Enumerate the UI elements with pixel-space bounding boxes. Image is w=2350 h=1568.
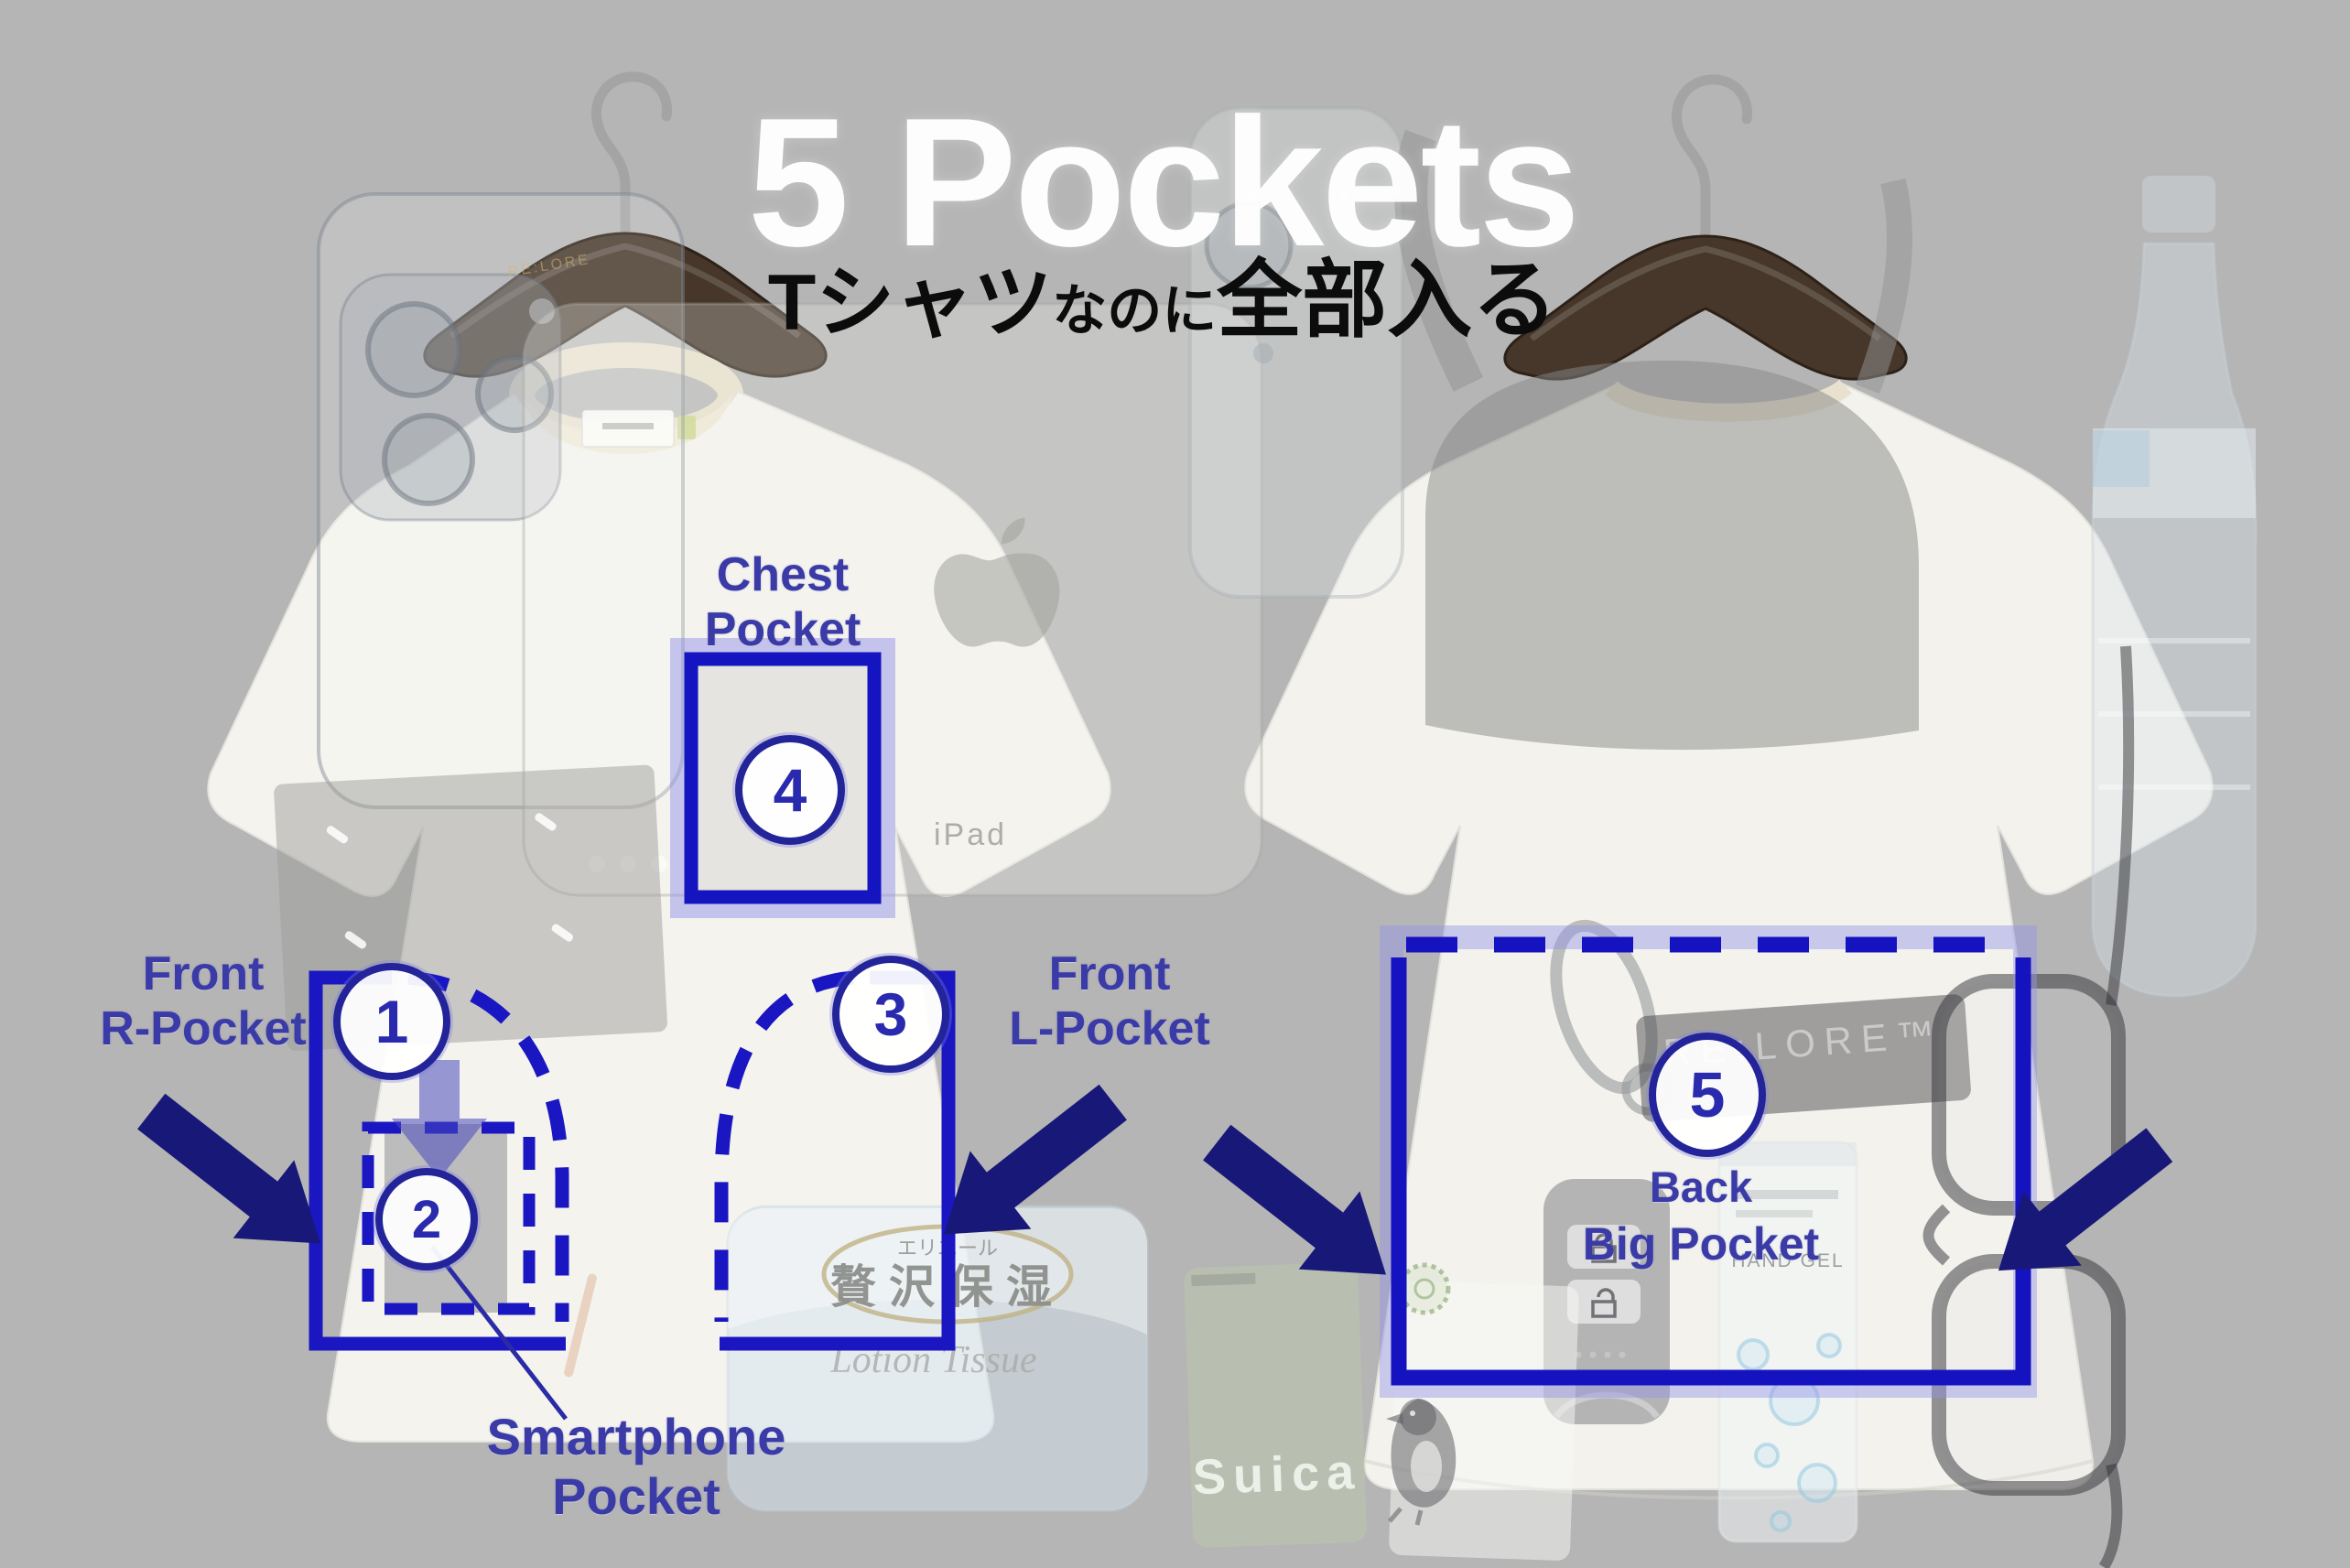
ghost-iphone-pro — [317, 192, 685, 809]
arrow-into-back-pocket-right — [1998, 1128, 2173, 1271]
front-l-pocket-label-line2: L-Pocket — [1009, 1002, 1210, 1056]
front-r-pocket-label: Front R-Pocket — [66, 946, 341, 1057]
stitch-mark — [535, 813, 557, 831]
ghost-ipad-label: iPad — [933, 817, 1008, 852]
iphone-camera-plate — [339, 273, 562, 522]
pocket-4-number: 4 — [773, 756, 807, 824]
front-r-pocket-label-line1: Front — [142, 947, 265, 1000]
penguin-belly — [1411, 1441, 1442, 1492]
front-r-pocket-outline-dashed — [407, 970, 569, 1322]
glasses-temple — [2106, 645, 2135, 1006]
bottle-label — [2093, 428, 2256, 518]
fob-dot — [1589, 1351, 1597, 1358]
page-subtitle: Tシャツなのに全部入る — [742, 231, 1584, 354]
iphone-se-body — [1188, 106, 1404, 599]
bubble — [1770, 1510, 1792, 1532]
penguin-eye — [1410, 1411, 1415, 1416]
stitch-mark — [326, 826, 349, 844]
ghost-tissue-pack — [726, 1205, 1149, 1512]
ghost-suica-card — [1184, 1262, 1367, 1548]
smartphone-pocket-connector-line — [430, 1245, 568, 1421]
pocket-4-number-badge: 4 — [735, 735, 845, 845]
collar-label-text-bar — [602, 423, 654, 429]
bubble — [1737, 1338, 1770, 1371]
arrow-into-front-l-pocket — [943, 1084, 1127, 1235]
stitch-mark — [551, 924, 574, 942]
arrow-into-front-r-pocket — [137, 1093, 321, 1244]
green-stamp-inner — [1413, 1278, 1435, 1300]
pocket-2-number-badge: 2 — [375, 1168, 478, 1271]
ghost-tissue-title: 贅沢保湿 — [830, 1261, 1065, 1313]
suica-penguin — [1386, 1399, 1457, 1526]
chest-pocket-label: Chest Pocket — [668, 547, 897, 658]
apple-logo — [934, 517, 1060, 647]
subtitle-part-large-2: 全部入る — [1217, 253, 1558, 348]
fob-dot — [1619, 1351, 1626, 1358]
lock-icon — [1591, 1233, 1617, 1263]
front-l-pocket-label-line1: Front — [1048, 947, 1171, 1000]
pocket-1-number: 1 — [374, 988, 409, 1055]
back-pocket-label-line1: Back — [1649, 1162, 1753, 1211]
gel-bubbles — [1737, 1333, 1842, 1532]
down-arrow-into-smartphone-pocket — [392, 1060, 487, 1179]
suica-card-strip — [1191, 1272, 1256, 1287]
ghost-iphone-se — [1188, 106, 1404, 599]
chest-pocket-label-line2: Pocket — [704, 603, 861, 657]
smartphone-pocket-label-line2: Pocket — [552, 1466, 720, 1525]
pocket-1-number-badge: 1 — [333, 963, 450, 1080]
front-l-pocket-outline-dashed — [714, 970, 854, 1322]
tote-body — [1425, 360, 1919, 751]
ghost-hand-gel-label: HAND GEL — [1731, 1250, 1845, 1271]
back-pocket-label: Back Big Pocket — [1513, 1159, 1889, 1274]
bubble — [1754, 1443, 1780, 1468]
gel-text-bar — [1736, 1210, 1813, 1217]
pocket-2-number: 2 — [411, 1189, 442, 1249]
front-l-pocket-label: Front L-Pocket — [972, 946, 1247, 1057]
suica-card-body — [1184, 1262, 1367, 1548]
pocket-3-number: 3 — [873, 980, 908, 1048]
gel-cap — [1719, 1142, 1857, 1166]
pocket-5-number-badge: 5 — [1649, 1033, 1766, 1157]
ghost-hand-gel — [1717, 1141, 1858, 1543]
penguin-beak — [1386, 1413, 1403, 1424]
gel-text-bar — [1736, 1190, 1838, 1199]
back-pocket-label-line2: Big Pocket — [1582, 1218, 1820, 1271]
camera-lens — [475, 354, 554, 433]
ghost-pencil — [564, 1273, 597, 1378]
unlock-icon — [1591, 1288, 1617, 1318]
iphone-se-dot — [1253, 343, 1273, 363]
glasses-bridge — [1922, 1204, 1951, 1266]
pocket-3-number-badge: 3 — [832, 956, 949, 1073]
camera-lens — [382, 413, 475, 506]
front-r-pocket-label-line2: R-Pocket — [100, 1002, 307, 1056]
camera-lens — [365, 301, 462, 398]
tote-strap — [1855, 178, 1912, 394]
bottle-cap — [2142, 176, 2215, 232]
subtitle-part-small: なのに — [1052, 280, 1218, 341]
bubble — [1797, 1463, 1837, 1503]
chest-pocket-glow — [670, 638, 895, 918]
penguin-feet — [1388, 1507, 1424, 1526]
fob-dot — [1604, 1351, 1611, 1358]
stitch-mark — [344, 931, 367, 949]
bottle-label-blue — [2093, 430, 2150, 487]
page-title: 5 Pockets — [747, 81, 1581, 285]
iphone-se-camera — [1204, 200, 1294, 290]
camera-flash — [529, 298, 555, 324]
subtitle-part-large-1: Tシャツ — [767, 259, 1053, 347]
back-pocket-outline-solid — [1391, 957, 2031, 1386]
ghost-tote-bag — [1394, 129, 1919, 751]
smartphone-pocket-label: Smartphone Pocket — [449, 1408, 824, 1527]
pocket-5-number: 5 — [1689, 1059, 1726, 1130]
smartphone-pocket-label-line1: Smartphone — [486, 1408, 786, 1465]
tissue-body — [726, 1205, 1149, 1512]
tote-strap — [1394, 129, 1484, 392]
glasses-temple — [2098, 1463, 2123, 1568]
arrow-into-back-pocket-left — [1203, 1124, 1387, 1275]
collar-size-tag — [677, 416, 696, 439]
ghost-bottle — [2091, 176, 2258, 998]
bubble — [1816, 1333, 1842, 1358]
chest-pocket-label-line1: Chest — [716, 548, 850, 601]
